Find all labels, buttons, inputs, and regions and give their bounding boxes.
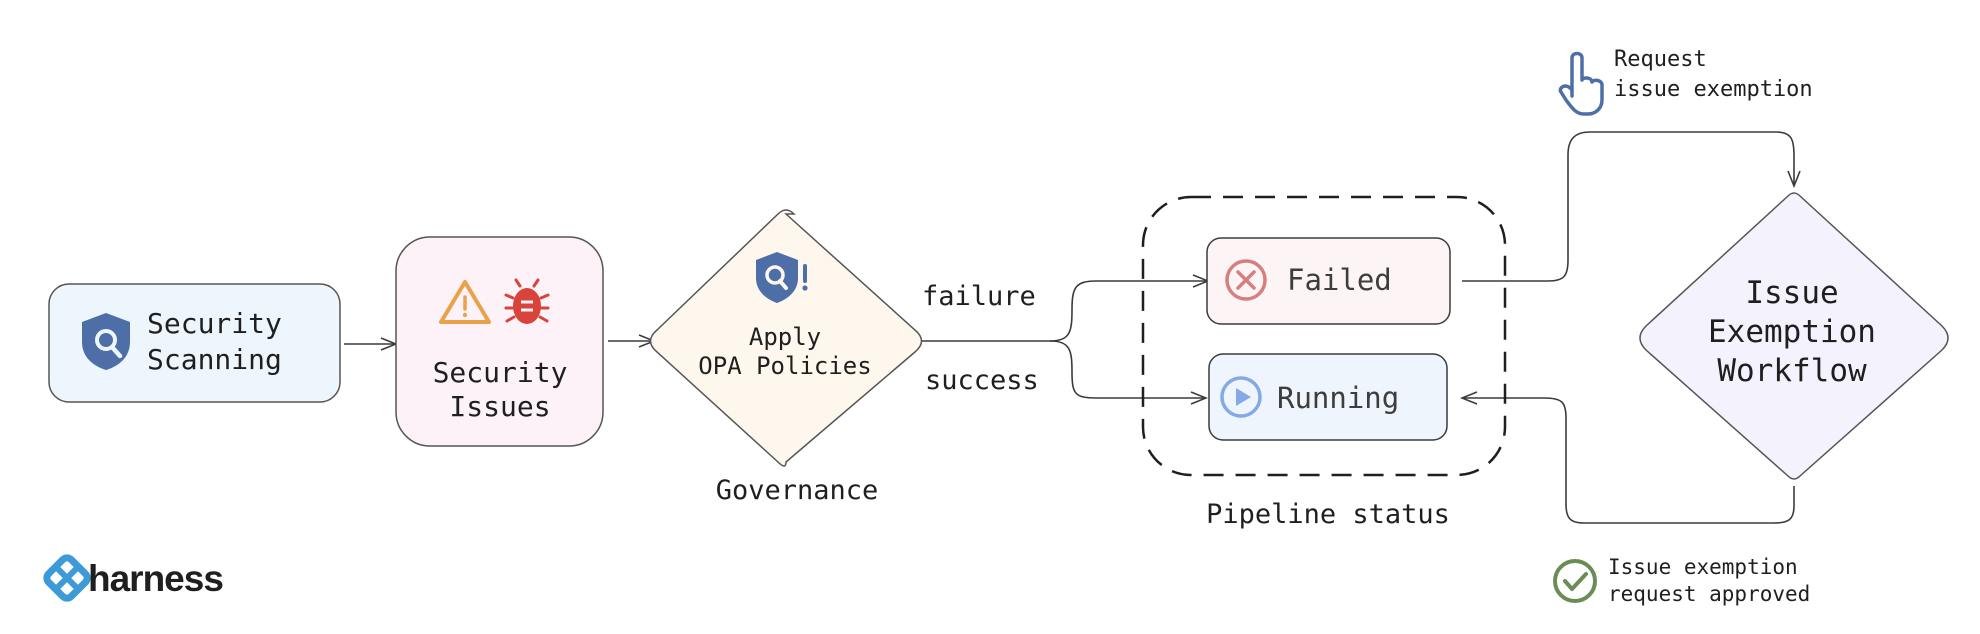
harness-logo: harness	[43, 554, 224, 602]
pipeline-status-group	[1141, 195, 1507, 477]
warning-triangle-icon	[439, 280, 491, 324]
approved-line2: request approved	[1608, 582, 1810, 606]
bug-icon	[504, 278, 550, 324]
harness-logo-icon	[43, 554, 91, 602]
request-exemption-line2: issue exemption	[1614, 77, 1813, 102]
edge-opa-failure	[922, 281, 1208, 342]
request-exemption-line1: Request	[1614, 47, 1707, 72]
workflow-label-line1: Issue	[1745, 275, 1838, 311]
check-circle-icon	[1553, 559, 1597, 603]
node-opa-policies: Apply OPA Policies	[649, 209, 923, 467]
shield-alert-icon	[756, 252, 808, 303]
opa-label-line2: OPA Policies	[698, 352, 871, 380]
approved-line1: Issue exemption	[1608, 555, 1798, 579]
play-circle-icon	[1220, 376, 1262, 418]
node-security-scanning: Security Scanning	[48, 283, 341, 403]
edge-workflow-to-running	[1462, 398, 1795, 524]
edge-opa-success	[1049, 340, 1206, 398]
node-exemption-workflow: Issue Exemption Workflow	[1639, 192, 1949, 480]
running-label: Running	[1277, 381, 1399, 415]
failure-edge-label: failure	[922, 281, 1036, 312]
status-running: Running	[1208, 353, 1448, 441]
security-issues-label-line2: Issues	[449, 390, 550, 423]
x-circle-icon	[1225, 259, 1267, 301]
pipeline-status-caption: Pipeline status	[1206, 499, 1450, 530]
failed-label: Failed	[1287, 263, 1392, 297]
status-failed: Failed	[1206, 237, 1451, 325]
governance-caption: Governance	[716, 475, 879, 506]
shield-search-icon	[82, 313, 130, 370]
security-scanning-label-line2: Scanning	[147, 343, 282, 376]
harness-logo-text: harness	[88, 558, 223, 599]
workflow-label-line3: Workflow	[1717, 353, 1867, 389]
edge-failed-to-workflow	[1462, 131, 1794, 282]
node-security-issues: Security Issues	[395, 236, 604, 447]
pointer-hand-icon	[1558, 51, 1604, 116]
security-scanning-label-line1: Security	[147, 307, 282, 340]
opa-label-line1: Apply	[749, 323, 821, 351]
success-edge-label: success	[925, 365, 1039, 396]
security-issues-label-line1: Security	[433, 356, 568, 389]
workflow-label-line2: Exemption	[1708, 314, 1876, 350]
